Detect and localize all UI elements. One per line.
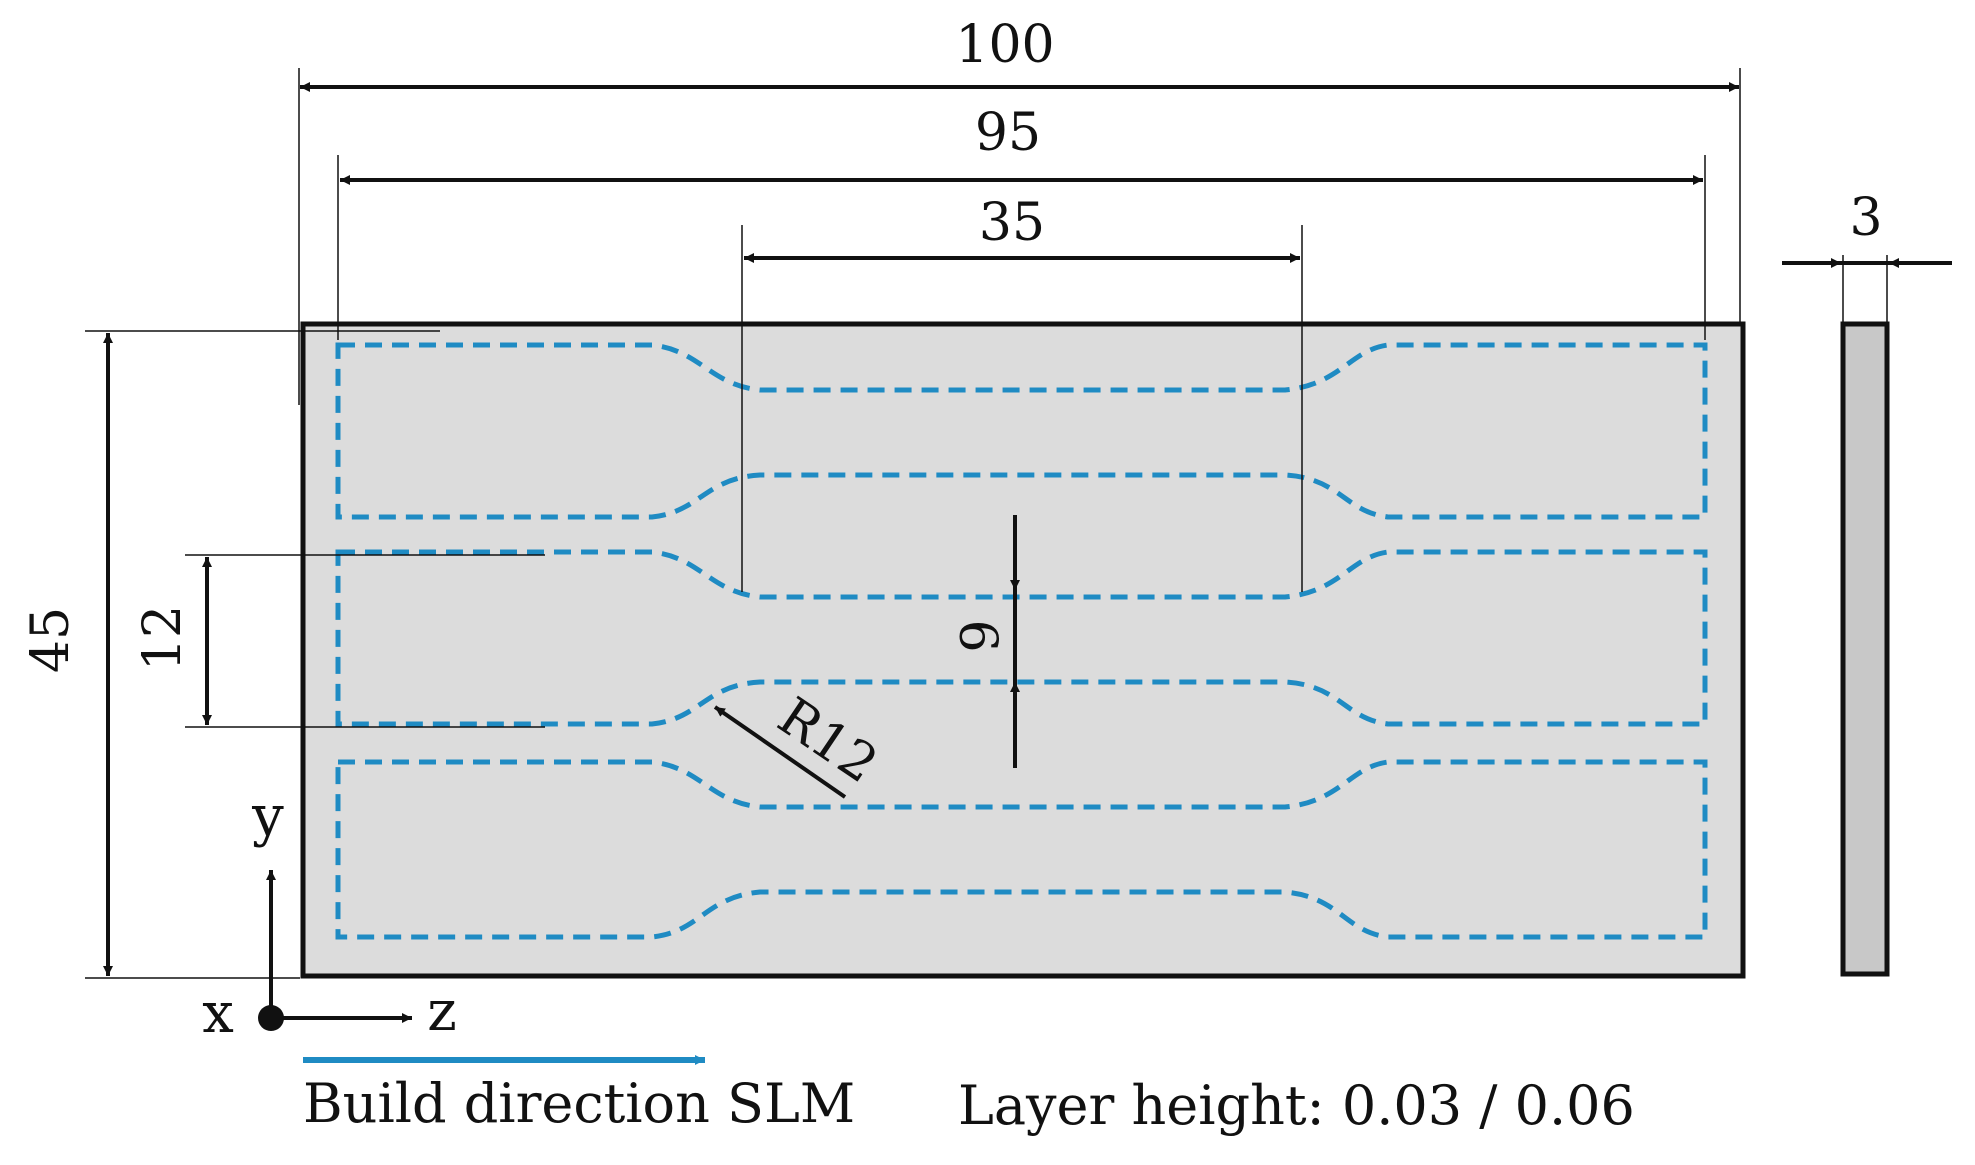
build-direction-label: Build direction SLM (303, 1072, 855, 1135)
radius-leader (713, 705, 847, 799)
dim-label-3: 3 (1849, 188, 1882, 248)
dim-label-100: 100 (955, 15, 1054, 75)
plate-front-view (300, 321, 1746, 979)
dim-label-35: 35 (979, 193, 1045, 253)
layer-height-label: Layer height: 0.03 / 0.06 (958, 1074, 1635, 1137)
dim-label-95: 95 (975, 103, 1041, 163)
specimen-outline-3 (335, 759, 1708, 940)
dim-label-12: 12 (133, 605, 193, 671)
extension-lines (85, 68, 1888, 979)
axis-label-x: x (202, 981, 234, 1046)
axis-label-z: z (427, 979, 457, 1044)
specimen-outlines (335, 342, 1708, 940)
coordinate-system: y x z (202, 784, 457, 1046)
dim-label-45: 45 (21, 607, 81, 673)
dimension-lines (103, 82, 1952, 976)
dim-label-6: 6 (947, 619, 1007, 652)
axis-label-y: y (251, 784, 284, 849)
x-axis-dot-icon (258, 1005, 284, 1031)
plate-side-view (1840, 321, 1890, 977)
